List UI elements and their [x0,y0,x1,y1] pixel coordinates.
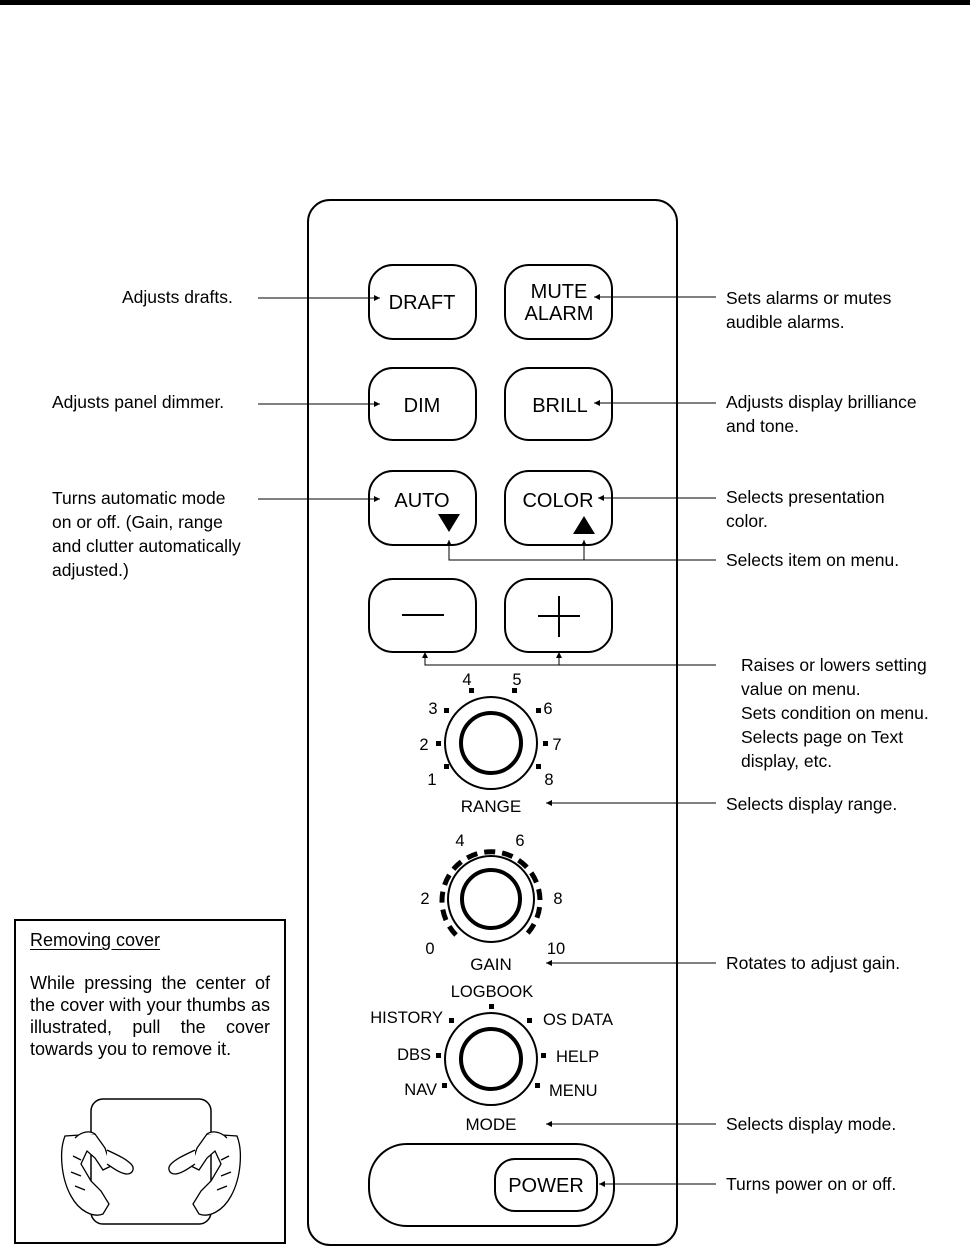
cover-panel [90,1098,212,1225]
range-position-2: 2 [419,736,428,754]
draft-key-label: DRAFT [389,292,456,314]
up-arrow-icon [573,516,595,534]
callout-draft: Adjusts drafts. [122,287,233,307]
auto-key[interactable]: AUTO [368,470,477,546]
gain-dial-numbers: 0 2 4 6 8 10 [420,832,565,958]
draft-key[interactable]: DRAFT [368,264,477,340]
svg-text:adjusted.): adjusted.) [52,560,129,580]
svg-text:on or off. (Gain, range: on or off. (Gain, range [52,512,223,532]
top-rule [0,0,970,5]
gain-scale-0: 0 [425,940,434,958]
color-key[interactable]: COLOR [504,470,613,546]
svg-text:and tone.: and tone. [726,416,799,436]
brill-key-label: BRILL [532,395,588,417]
leader-arrows [446,540,716,561]
gain-knob[interactable] [447,855,535,943]
mode-position-menu: MENU [549,1082,598,1100]
range-knob-label: RANGE [461,797,521,816]
removing-cover-title: Removing cover [30,930,161,950]
callout-brill: Adjusts display brilliance and tone. [726,392,917,436]
svg-text:color.: color. [726,511,768,531]
mode-position-dbs: DBS [397,1046,431,1064]
range-position-4: 4 [462,671,471,689]
callout-auto: Turns automatic mode on or off. (Gain, r… [52,488,241,580]
callout-dim: Adjusts panel dimmer. [52,392,224,412]
mute-alarm-key-label-line1: MUTE [531,281,588,303]
mode-knob[interactable] [444,1012,538,1106]
power-key-label: POWER [508,1175,584,1197]
svg-text:Turns automatic mode: Turns automatic mode [52,488,225,508]
mute-alarm-key-label-line2: ALARM [525,303,594,325]
range-position-6: 6 [543,700,552,718]
mode-position-logbook: LOGBOOK [451,983,534,1001]
callout-arrows: Selects item on menu. [726,550,899,570]
svg-text:audible alarms.: audible alarms. [726,312,845,332]
mode-dial-ticks [436,1004,546,1088]
svg-text:Adjusts display brilliance: Adjusts display brilliance [726,392,917,412]
removing-cover-text: While pressing the center of the cover w… [30,973,270,1059]
right-hand-icon [168,1131,242,1216]
removing-cover-illustration [60,1098,242,1225]
range-dial-ticks [436,688,548,769]
plus-key[interactable] [504,578,613,653]
dim-key[interactable]: DIM [368,367,477,441]
auto-key-label: AUTO [394,490,449,512]
svg-text:Sets condition on menu.: Sets condition on menu. [741,703,929,723]
gain-scale-4: 4 [455,832,464,850]
gain-scale-2: 2 [420,890,429,908]
range-knob[interactable] [444,696,538,790]
mode-position-os-data: OS DATA [543,1011,613,1029]
range-position-8: 8 [544,771,553,789]
callout-power: Turns power on or off. [726,1174,896,1194]
power-key-recess [368,1143,615,1227]
control-unit-outline [307,199,678,1246]
svg-text:Selects page on Text: Selects page on Text [741,727,903,747]
power-key[interactable]: POWER [494,1158,598,1212]
removing-cover-note: Removing cover While pressing the center… [14,919,286,1244]
range-position-7: 7 [552,736,561,754]
color-key-label: COLOR [522,490,593,512]
gain-dashed-scale [439,849,543,937]
range-dial-numbers: 1 2 3 4 5 6 7 8 [419,671,561,789]
leader-plus-minus [422,652,716,666]
mode-dial-labels: NAV DBS HISTORY LOGBOOK OS DATA HELP MEN… [370,983,613,1100]
range-position-3: 3 [428,700,437,718]
minus-key[interactable] [368,578,477,653]
svg-text:Raises or lowers setting: Raises or lowers setting [741,655,927,675]
dim-key-label: DIM [404,395,441,417]
svg-text:value on menu.: value on menu. [741,679,861,699]
range-position-1: 1 [427,771,436,789]
svg-text:display, etc.: display, etc. [741,751,832,771]
gain-scale-10: 10 [547,940,565,958]
mute-alarm-key[interactable]: MUTE ALARM [504,264,613,340]
mode-position-history: HISTORY [370,1009,443,1027]
range-position-5: 5 [512,671,521,689]
brill-key[interactable]: BRILL [504,367,613,441]
mode-knob-label: MODE [466,1115,517,1134]
gain-knob-label: GAIN [470,955,512,974]
mode-position-nav: NAV [404,1081,437,1099]
callout-plus-minus: Raises or lowers setting value on menu. … [741,655,929,771]
callout-color: Selects presentation color. [726,487,885,531]
callout-mode: Selects display mode. [726,1114,896,1134]
svg-text:Selects presentation: Selects presentation [726,487,885,507]
left-hand-icon [60,1131,134,1216]
plus-icon [538,596,580,637]
callout-gain: Rotates to adjust gain. [726,953,900,973]
gain-scale-6: 6 [515,832,524,850]
callout-mute-alarm: Sets alarms or mutes audible alarms. [726,288,892,332]
callout-range: Selects display range. [726,794,897,814]
gain-scale-8: 8 [553,890,562,908]
mode-position-help: HELP [556,1048,599,1066]
down-arrow-icon [438,514,460,532]
svg-text:and clutter automatically: and clutter automatically [52,536,241,556]
svg-text:Sets alarms or mutes: Sets alarms or mutes [726,288,892,308]
